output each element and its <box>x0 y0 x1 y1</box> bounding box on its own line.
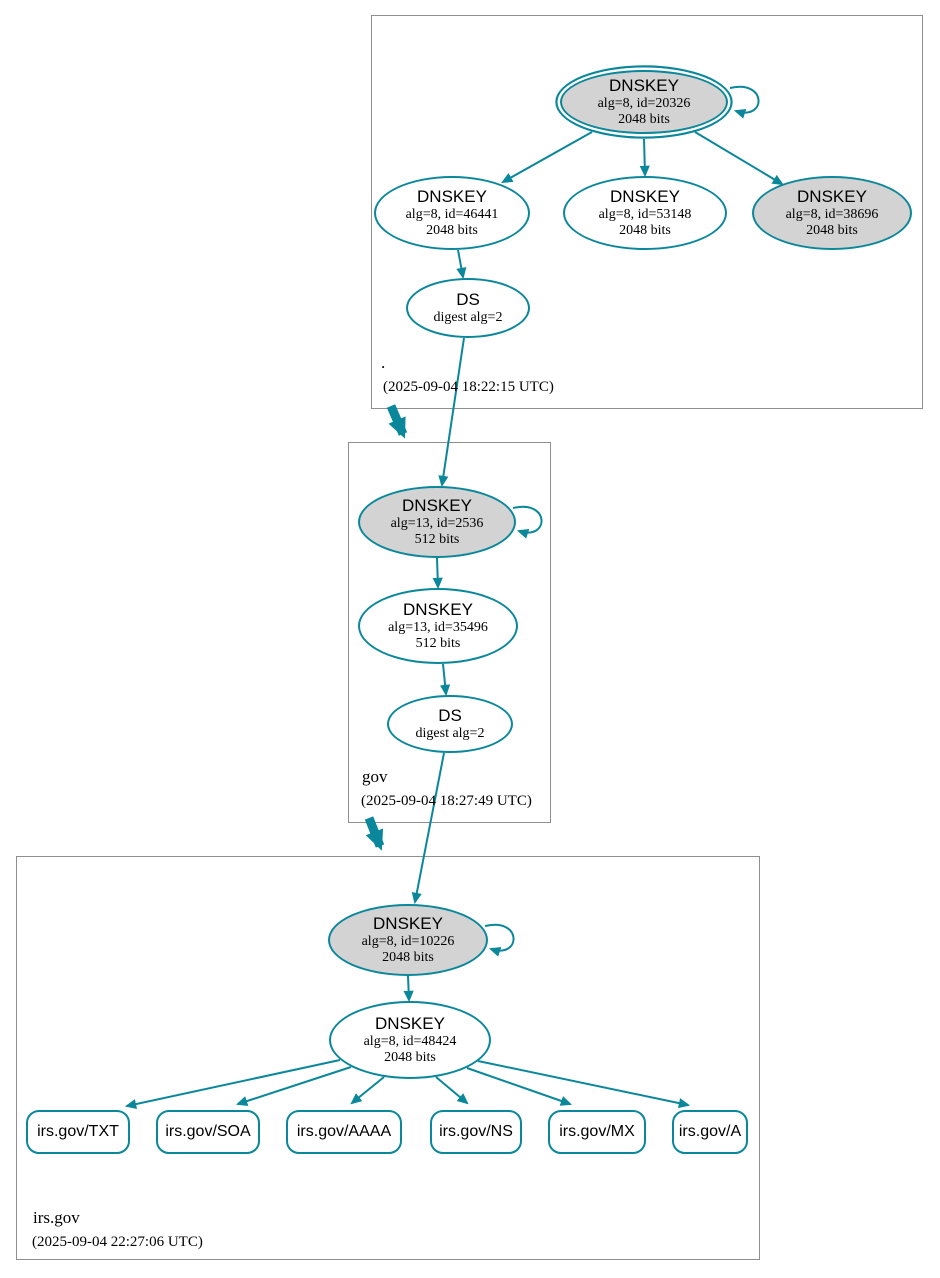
edge-irs-48424-signs-txt <box>124 1059 341 1110</box>
node-detail: alg=13, id=2536 <box>390 515 484 531</box>
node-detail: 512 bits <box>415 636 461 651</box>
node-detail: alg=8, id=10226 <box>361 933 455 949</box>
node-title: DS <box>438 705 462 725</box>
node-title: irs.gov/TXT <box>37 1123 119 1140</box>
node-title: DNSKEY <box>610 186 680 206</box>
node-detail: alg=8, id=53148 <box>598 206 692 222</box>
node-detail: alg=8, id=46441 <box>405 206 499 222</box>
edge-irs-48424-signs-mx <box>466 1067 573 1106</box>
node-title: irs.gov/AAAA <box>296 1123 392 1140</box>
node-detail: alg=8, id=48424 <box>363 1033 457 1049</box>
zone-box-root <box>371 15 923 409</box>
edge-root-delegates-gov <box>386 404 408 439</box>
zone-box-gov <box>348 442 551 823</box>
zone-label-irs-gov: irs.gov <box>33 1208 80 1227</box>
zone-label-gov: gov <box>362 767 388 786</box>
edge-root-ds-to-gov-ksk <box>438 337 465 488</box>
node-title: DNSKEY <box>797 186 867 206</box>
rrset-irs-gov-aaaa[interactable]: irs.gov/AAAA <box>286 1110 402 1154</box>
node-title: irs.gov/MX <box>559 1123 635 1140</box>
node-detail: 2048 bits <box>619 223 671 238</box>
edge-gov-ds-to-irs-ksk <box>411 752 445 905</box>
edge-irs-48424-signs-a <box>477 1060 691 1109</box>
zone-timestamp-gov: (2025-09-04 18:27:49 UTC) <box>361 793 532 809</box>
edge-root-ksk-signs-46441 <box>501 131 593 184</box>
node-detail: 2048 bits <box>384 1050 436 1065</box>
node-detail: alg=8, id=20326 <box>597 95 691 111</box>
zone-label-root: . <box>381 353 386 372</box>
edge-gov-ksk-selfloop <box>512 505 543 539</box>
node-detail: 512 bits <box>414 532 460 547</box>
node-title: irs.gov/A <box>678 1123 742 1140</box>
edge-irs-48424-signs-soa <box>235 1066 352 1106</box>
edge-irs-48424-signs-aaaa <box>350 1076 385 1105</box>
node-detail: digest alg=2 <box>433 309 503 325</box>
rrset-irs-gov-a[interactable]: irs.gov/A <box>672 1110 748 1154</box>
zone-box-irs-gov <box>16 856 760 1260</box>
edge-root-46441-signs-ds <box>456 249 467 280</box>
node-title: DNSKEY <box>417 186 487 206</box>
rrset-irs-gov-soa[interactable]: irs.gov/SOA <box>156 1110 260 1154</box>
node-title: DNSKEY <box>403 599 473 619</box>
node-detail: 2048 bits <box>806 223 858 238</box>
zone-timestamp-irs-gov: (2025-09-04 22:27:06 UTC) <box>32 1234 203 1250</box>
node-title: DNSKEY <box>402 495 472 515</box>
node-detail: 2048 bits <box>618 112 670 127</box>
edge-gov-ksk-signs-35496 <box>432 557 443 590</box>
zone-timestamp-root: (2025-09-04 18:22:15 UTC) <box>383 379 554 395</box>
edge-irs-48424-signs-ns <box>435 1076 469 1105</box>
edge-irs-ksk-selfloop <box>484 923 515 957</box>
edge-root-ksk-signs-53148 <box>639 138 650 178</box>
edge-root-ksk-signs-38696 <box>694 131 784 186</box>
node-title: irs.gov/SOA <box>165 1123 251 1140</box>
node-detail: alg=8, id=38696 <box>785 206 879 222</box>
node-title: irs.gov/NS <box>439 1123 513 1140</box>
node-title: DNSKEY <box>375 1013 445 1033</box>
edge-root-ksk-selfloop <box>729 85 760 119</box>
rrset-irs-gov-ns[interactable]: irs.gov/NS <box>430 1110 522 1154</box>
node-detail: 2048 bits <box>426 223 478 238</box>
rrset-irs-gov-mx[interactable]: irs.gov/MX <box>548 1110 646 1154</box>
node-title: DNSKEY <box>609 75 679 95</box>
edge-gov-35496-signs-ds <box>440 663 451 697</box>
node-title: DS <box>456 289 480 309</box>
node-detail: digest alg=2 <box>415 725 485 741</box>
edge-irs-ksk-signs-48424 <box>403 975 414 1003</box>
edge-gov-delegates-irs <box>364 816 385 851</box>
node-detail: alg=13, id=35496 <box>388 619 488 635</box>
node-title: DNSKEY <box>373 913 443 933</box>
rrset-irs-gov-txt[interactable]: irs.gov/TXT <box>26 1110 130 1154</box>
node-detail: 2048 bits <box>382 950 434 965</box>
